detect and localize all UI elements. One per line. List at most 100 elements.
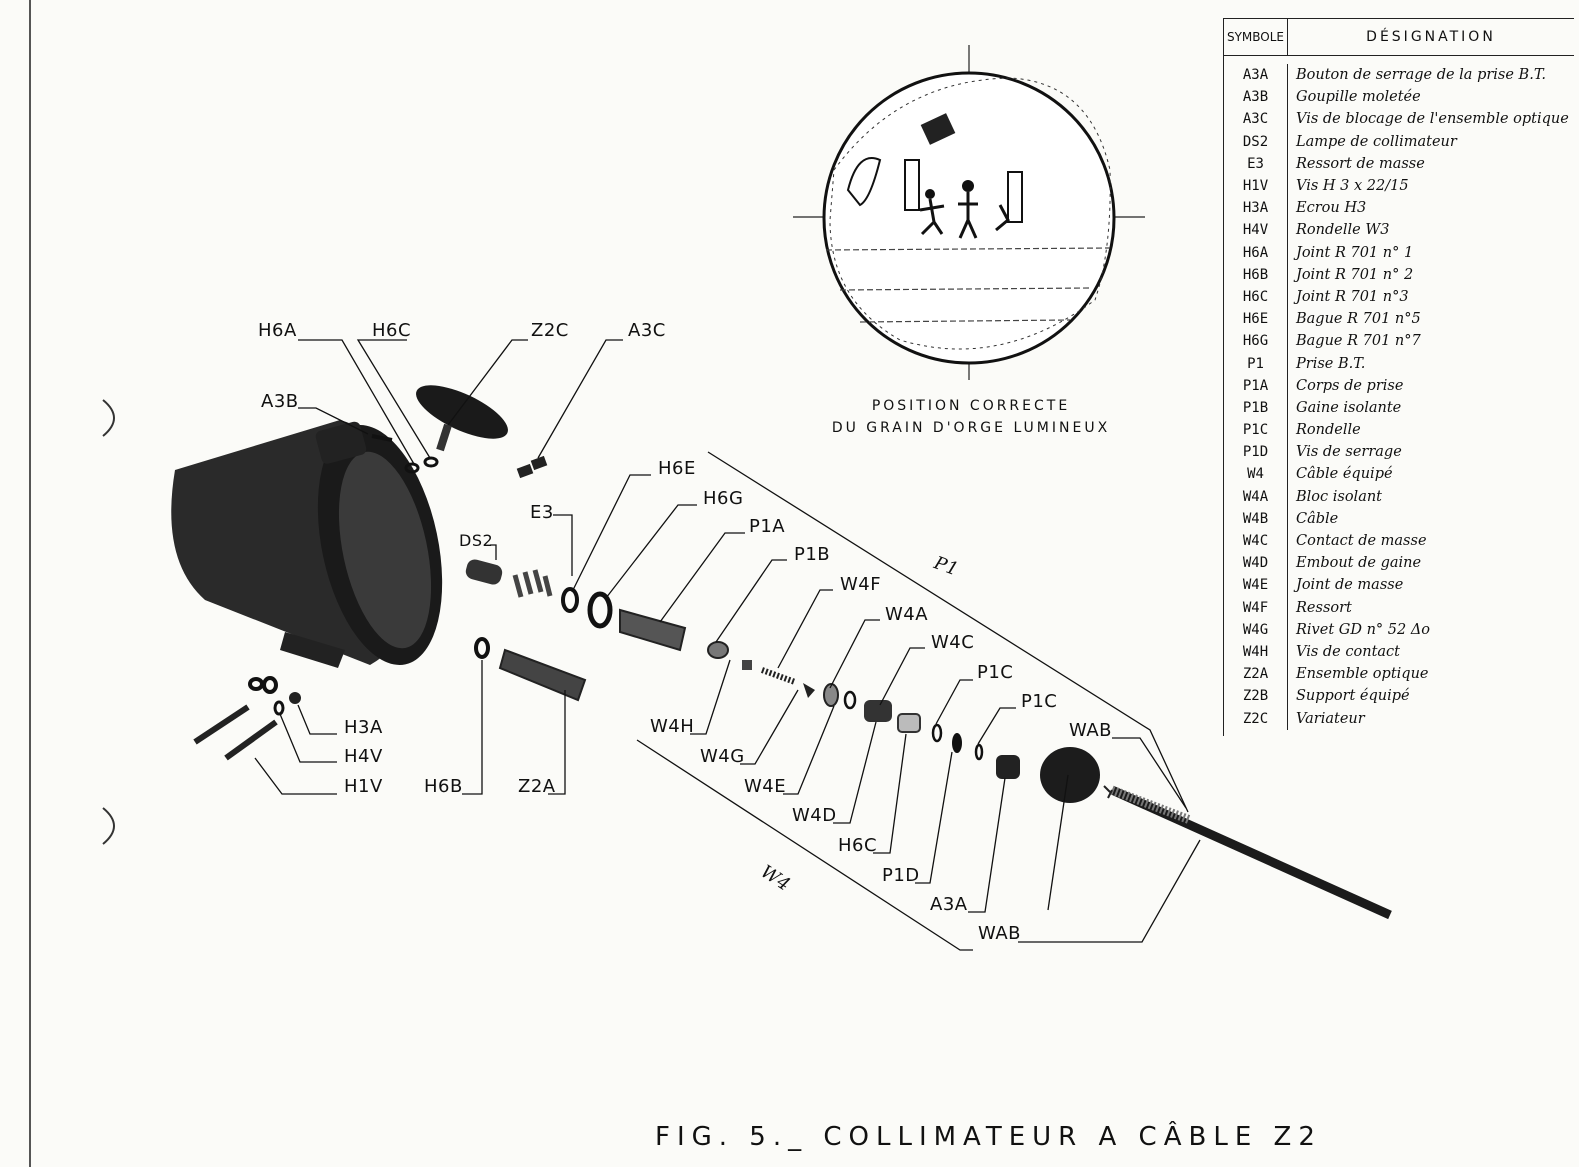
legend-symbol: H6A (1224, 241, 1288, 264)
legend-symbol: W4 (1224, 463, 1288, 486)
callout-a3c: A3C (628, 320, 666, 341)
legend-symbol: Z2C (1224, 707, 1288, 730)
legend-header: SYMBOLE DÉSIGNATION (1224, 19, 1574, 56)
legend-symbol: P1D (1224, 441, 1288, 464)
callout-wab-top: WAB (1069, 720, 1112, 741)
legend-header-designation: DÉSIGNATION (1366, 29, 1496, 45)
knob-z2c (416, 385, 508, 452)
legend-symbol: W4E (1224, 574, 1288, 597)
callout-p1b: P1B (794, 544, 831, 565)
legend-row: P1B Gaine isolante (1224, 396, 1574, 419)
legend-row: W4G Rivet GD n° 52 Δo (1224, 618, 1574, 641)
callout-w4d: W4D (792, 805, 837, 826)
small-parts (193, 434, 1392, 920)
callout-h1v: H1V (344, 776, 383, 797)
callout-p1a: P1A (749, 516, 786, 537)
legend-row: Z2C Variateur (1224, 707, 1574, 730)
legend-symbol: H6G (1224, 330, 1288, 353)
legend-symbol: W4B (1224, 507, 1288, 530)
legend-symbol: Z2B (1224, 685, 1288, 708)
callout-z2c: Z2C (531, 320, 569, 341)
legend-designation: Câble équipé (1296, 466, 1393, 483)
legend-symbol: H1V (1224, 174, 1288, 198)
legend-designation: Bague R 701 n°7 (1296, 333, 1421, 350)
legend-symbol: P1A (1224, 374, 1288, 397)
callout-h6c-top: H6C (372, 320, 412, 341)
reticle-view (793, 45, 1145, 380)
legend-symbol: H3A (1224, 197, 1288, 220)
legend-designation: Embout de gaine (1296, 555, 1422, 572)
legend-symbol: W4C (1224, 529, 1288, 553)
legend-designation: Support équipé (1296, 688, 1410, 705)
reticle-caption-line1: POSITION CORRECTE (871, 398, 1071, 414)
legend-designation: Ressort (1296, 599, 1352, 616)
callout-h6b: H6B (424, 776, 463, 797)
legend-row: H6B Joint R 701 n° 2 (1224, 263, 1574, 286)
legend-designation: Bague R 701 n°5 (1296, 311, 1421, 328)
callout-h6e: H6E (658, 458, 696, 479)
legend-symbol: E3 (1224, 152, 1288, 175)
legend-designation: Corps de prise (1296, 377, 1404, 394)
legend-row: W4 Câble équipé (1224, 463, 1574, 486)
callout-w4c: W4C (931, 632, 975, 653)
legend-symbol: P1B (1224, 396, 1288, 419)
callout-w4g: W4G (700, 746, 745, 767)
callout-h3a: H3A (344, 717, 383, 738)
legend-designation: Joint R 701 n°3 (1296, 288, 1409, 305)
callout-p1c-2: P1C (1021, 691, 1058, 712)
legend-designation: Prise B.T. (1296, 355, 1366, 372)
callout-ds2: DS2 (459, 531, 494, 550)
legend-designation: Joint R 701 n° 1 (1296, 244, 1414, 261)
legend-symbol: A3B (1224, 86, 1288, 109)
callout-h6a: H6A (258, 320, 297, 341)
legend-row: Z2B Support équipé (1224, 685, 1574, 708)
legend-symbol: H4V (1224, 219, 1288, 242)
legend-designation: Gaine isolante (1296, 399, 1402, 416)
legend-symbol: H6B (1224, 263, 1288, 286)
legend-designation: Variateur (1296, 710, 1365, 727)
legend-row: H3A Ecrou H3 (1224, 197, 1574, 220)
legend-row: H6A Joint R 701 n° 1 (1224, 241, 1574, 264)
legend-symbol: W4H (1224, 640, 1288, 664)
legend-symbol: W4D (1224, 552, 1288, 575)
legend-row: H6G Bague R 701 n°7 (1224, 330, 1574, 353)
legend-designation: Joint R 701 n° 2 (1296, 266, 1414, 283)
callout-z2a: Z2A (518, 776, 556, 797)
callout-wab-bot: WAB (978, 923, 1021, 944)
legend-row: P1A Corps de prise (1224, 374, 1574, 397)
legend-designation: Rivet GD n° 52 Δo (1296, 621, 1431, 638)
callout-w4a: W4A (885, 604, 929, 625)
callout-a3b: A3B (261, 391, 299, 412)
legend-designation: Vis de contact (1296, 643, 1400, 660)
legend-designation: Goupille moletée (1296, 89, 1421, 106)
legend-symbol: W4G (1224, 618, 1288, 641)
legend-designation: Bloc isolant (1296, 488, 1383, 505)
legend-symbol: W4A (1224, 485, 1288, 508)
callout-h6c-bot: H6C (838, 835, 878, 856)
legend-symbol: H6C (1224, 285, 1288, 309)
legend-symbol: DS2 (1224, 130, 1288, 153)
callout-h6g: H6G (703, 488, 744, 509)
legend-row: W4A Bloc isolant (1224, 485, 1574, 508)
housing-body (171, 420, 443, 668)
legend-designation: Lampe de collimateur (1296, 133, 1457, 150)
legend-row: DS2 Lampe de collimateur (1224, 130, 1574, 153)
leader-lines (254, 339, 1201, 951)
callout-p1c-1: P1C (977, 662, 1014, 683)
legend-header-symbol: SYMBOLE (1224, 19, 1288, 55)
legend-symbol: H6E (1224, 308, 1288, 331)
legend-designation: Ecrou H3 (1296, 200, 1367, 217)
legend-designation: Joint de masse (1296, 577, 1404, 594)
legend-designation: Ensemble optique (1296, 666, 1429, 683)
